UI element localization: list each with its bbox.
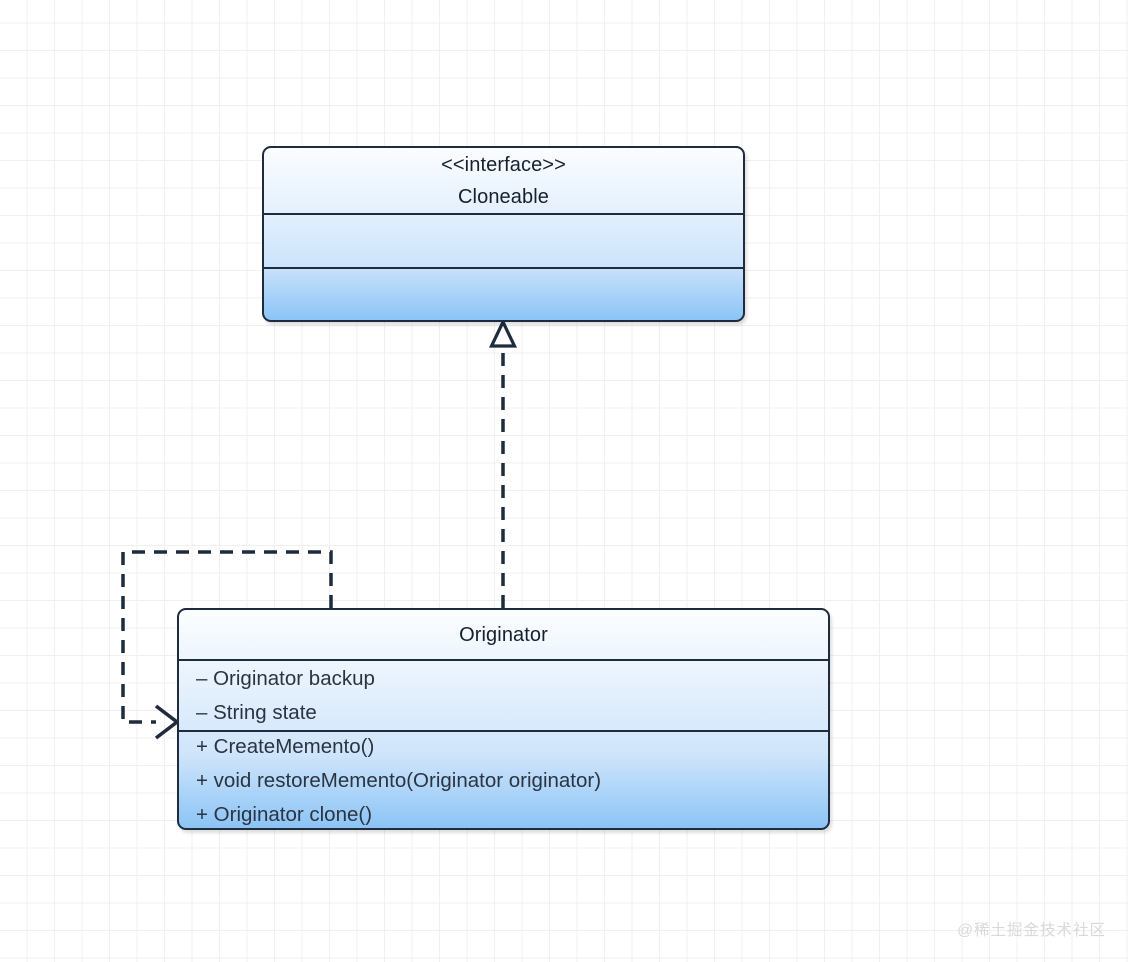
operation-row: + Originator clone() [196,802,373,826]
hollow-triangle-arrowhead [488,318,518,348]
attribute-row: – Originator backup [196,666,375,690]
class-name: Originator [459,623,548,646]
class-attributes-originator: – Originator backup – String state [179,659,828,730]
watermark: @稀土掘金技术社区 [957,922,1106,939]
class-box-cloneable[interactable]: <<interface>> Cloneable [262,146,745,322]
class-name: Cloneable [458,185,549,208]
class-header-cloneable: <<interface>> Cloneable [264,148,743,213]
attribute-row: – String state [196,700,317,724]
operation-row: + void restoreMemento(Originator origina… [196,768,602,792]
class-box-originator[interactable]: Originator – Originator backup – String … [177,608,830,830]
operation-row: + CreateMemento() [196,734,375,758]
open-arrowhead [154,704,180,740]
class-attributes-cloneable [264,213,743,267]
realization-connector [488,318,518,608]
class-operations-originator: + CreateMemento() + void restoreMemento(… [179,730,828,828]
class-stereotype: <<interface>> [441,153,566,176]
class-header-originator: Originator [179,610,828,659]
class-operations-cloneable [264,267,743,319]
